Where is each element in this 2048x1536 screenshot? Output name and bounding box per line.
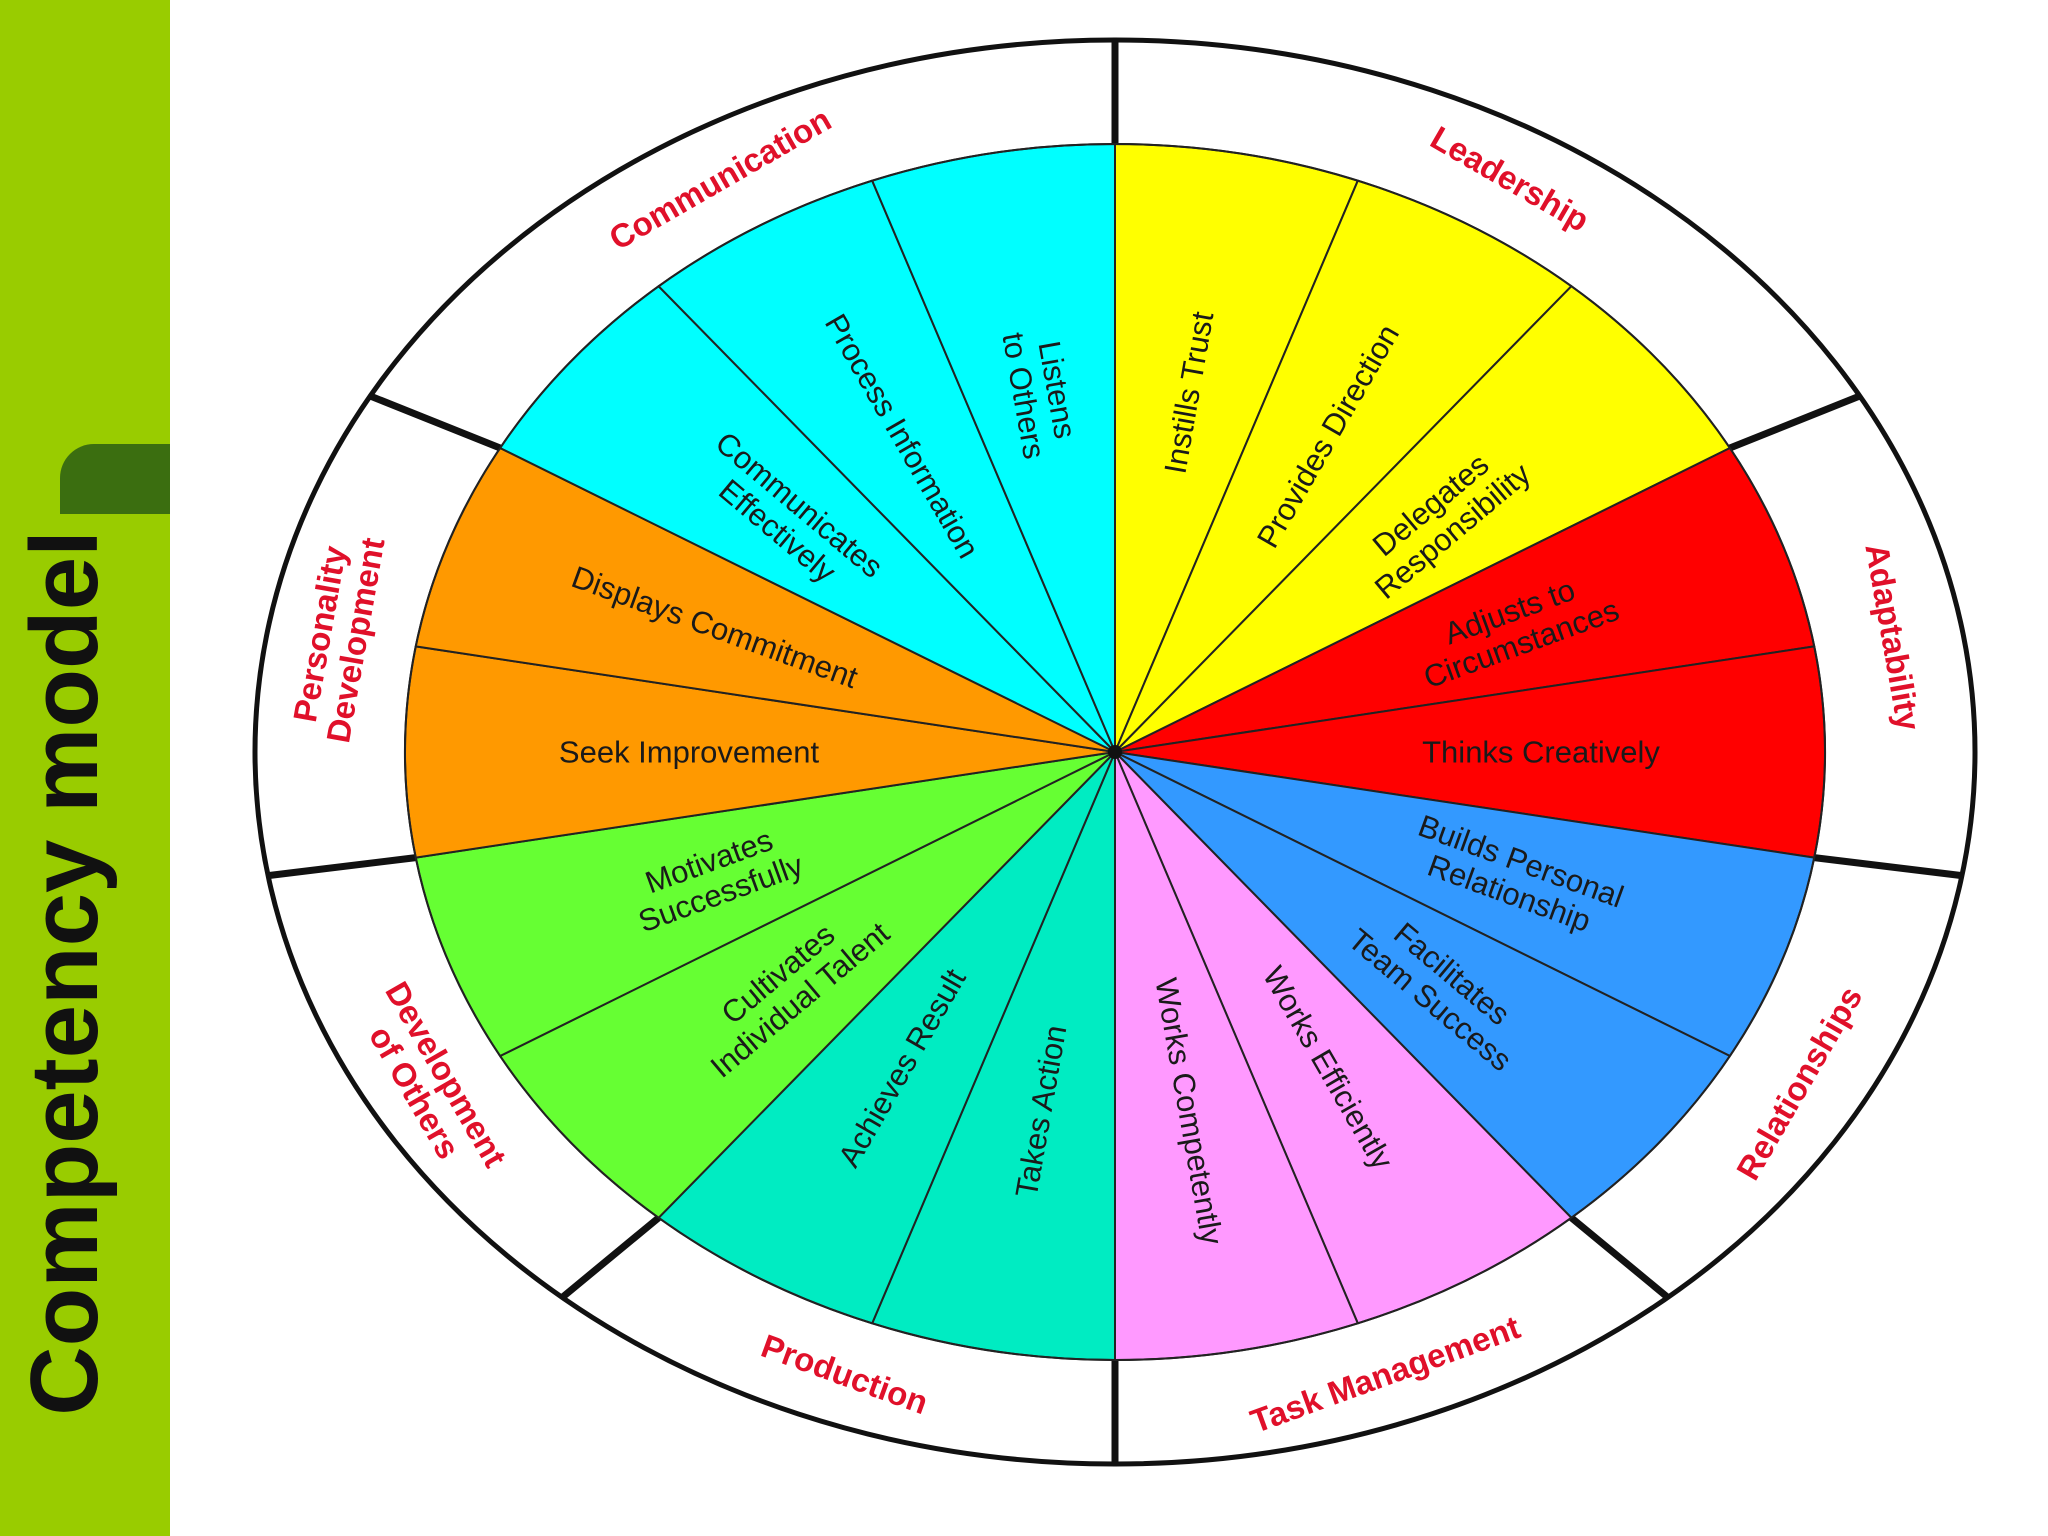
competency-label-seek-improvement: Seek Improvement bbox=[559, 735, 820, 770]
category-divider-development-of-others bbox=[559, 1215, 661, 1301]
category-divider-relationships bbox=[1813, 854, 1963, 880]
category-divider-communication bbox=[368, 392, 502, 452]
category-divider-adaptability bbox=[1728, 392, 1862, 452]
inner-ring-outline bbox=[404, 143, 1826, 1361]
competency-label-listens-to-others: Listensto Others bbox=[996, 324, 1086, 462]
dividers bbox=[267, 40, 1963, 1464]
sidebar bbox=[0, 0, 170, 1536]
category-divider-task-management bbox=[1569, 1215, 1671, 1301]
competency-label-thinks-creatively: Thinks Creatively bbox=[1422, 735, 1660, 770]
tab-accent bbox=[60, 444, 170, 514]
competency-sectors bbox=[404, 142, 1826, 1362]
category-divider-personality-development bbox=[267, 854, 417, 880]
hub-dot bbox=[1108, 745, 1122, 759]
